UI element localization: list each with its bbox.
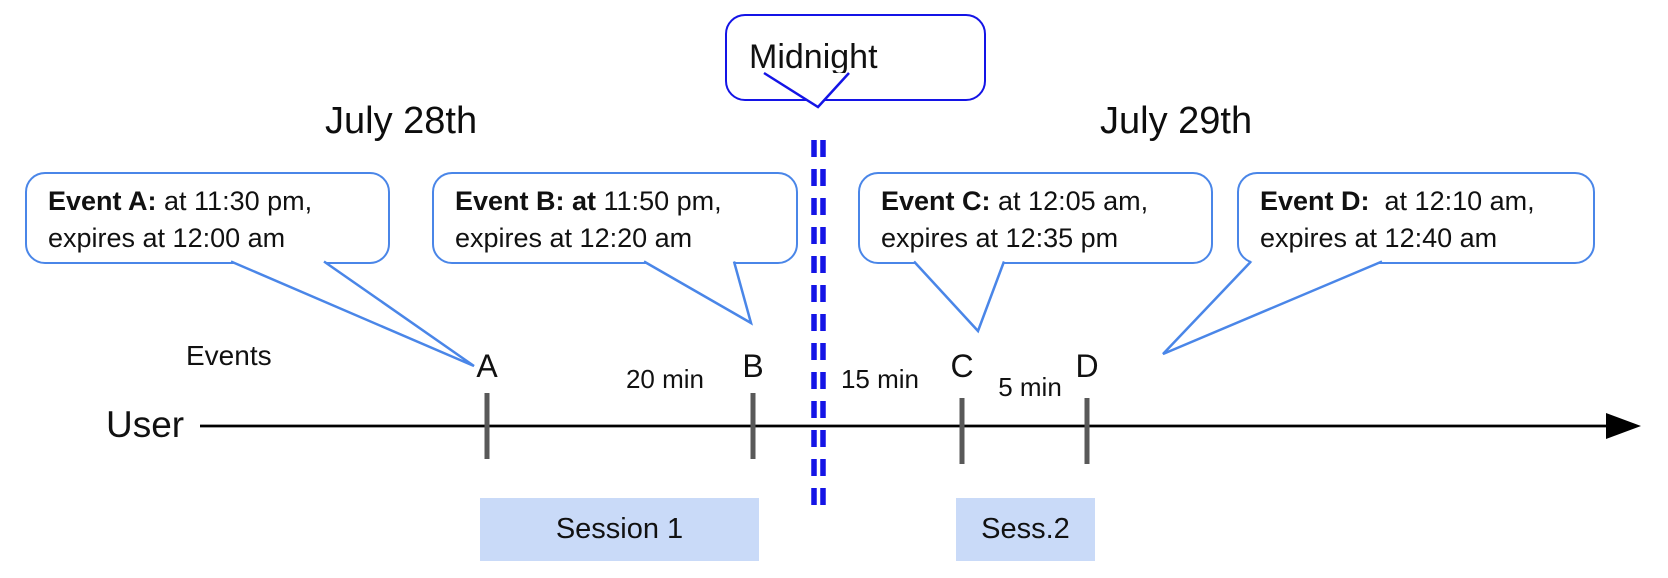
gap-label-5min: 5 min bbox=[998, 372, 1062, 402]
event-a-line1: Event A: at 11:30 pm, bbox=[48, 186, 313, 216]
tick-label-d: D bbox=[1075, 348, 1099, 384]
user-row-label: User bbox=[106, 404, 185, 445]
event-d-callout: Event D: at 12:10 am, expires at 12:40 a… bbox=[1237, 172, 1595, 264]
tick-label-c: C bbox=[950, 348, 974, 384]
events-row-label: Events bbox=[186, 340, 272, 371]
event-a-callout: Event A: at 11:30 pm, expires at 12:00 a… bbox=[25, 172, 390, 264]
event-c-callout-tail bbox=[913, 260, 1006, 334]
event-d-line2: expires at 12:40 am bbox=[1260, 223, 1498, 253]
event-b-callout-tail bbox=[643, 260, 754, 326]
event-a-line2: expires at 12:00 am bbox=[48, 223, 286, 253]
tick-label-b: B bbox=[742, 348, 764, 384]
event-c-callout: Event C: at 12:05 am, expires at 12:35 p… bbox=[858, 172, 1213, 264]
event-c-line2: expires at 12:35 pm bbox=[881, 223, 1119, 253]
session-1-box: Session 1 bbox=[480, 498, 759, 561]
date-label-july-29: July 29th bbox=[1100, 100, 1253, 142]
midnight-label: Midnight bbox=[749, 38, 878, 76]
event-d-line1: Event D: at 12:10 am, bbox=[1260, 186, 1535, 216]
gap-label-20min: 20 min bbox=[625, 364, 705, 394]
gap-label-15min: 15 min bbox=[840, 364, 920, 394]
session-1-label: Session 1 bbox=[555, 513, 684, 545]
session-2-box: Sess.2 bbox=[956, 498, 1095, 561]
event-c-line1: Event C: at 12:05 am, bbox=[881, 186, 1149, 216]
midnight-callout: Midnight bbox=[725, 14, 986, 101]
event-b-line1: Event B: at 11:50 pm, bbox=[455, 186, 722, 216]
session-2-label: Sess.2 bbox=[981, 513, 1070, 545]
tick-label-a: A bbox=[476, 348, 498, 384]
event-b-callout: Event B: at 11:50 pm, expires at 12:20 a… bbox=[432, 172, 798, 264]
event-b-line2: expires at 12:20 am bbox=[455, 223, 693, 253]
date-label-july-28: July 28th bbox=[325, 100, 478, 142]
event-d-callout-tail bbox=[1162, 260, 1383, 356]
timeline-arrowhead-icon bbox=[1606, 413, 1641, 439]
